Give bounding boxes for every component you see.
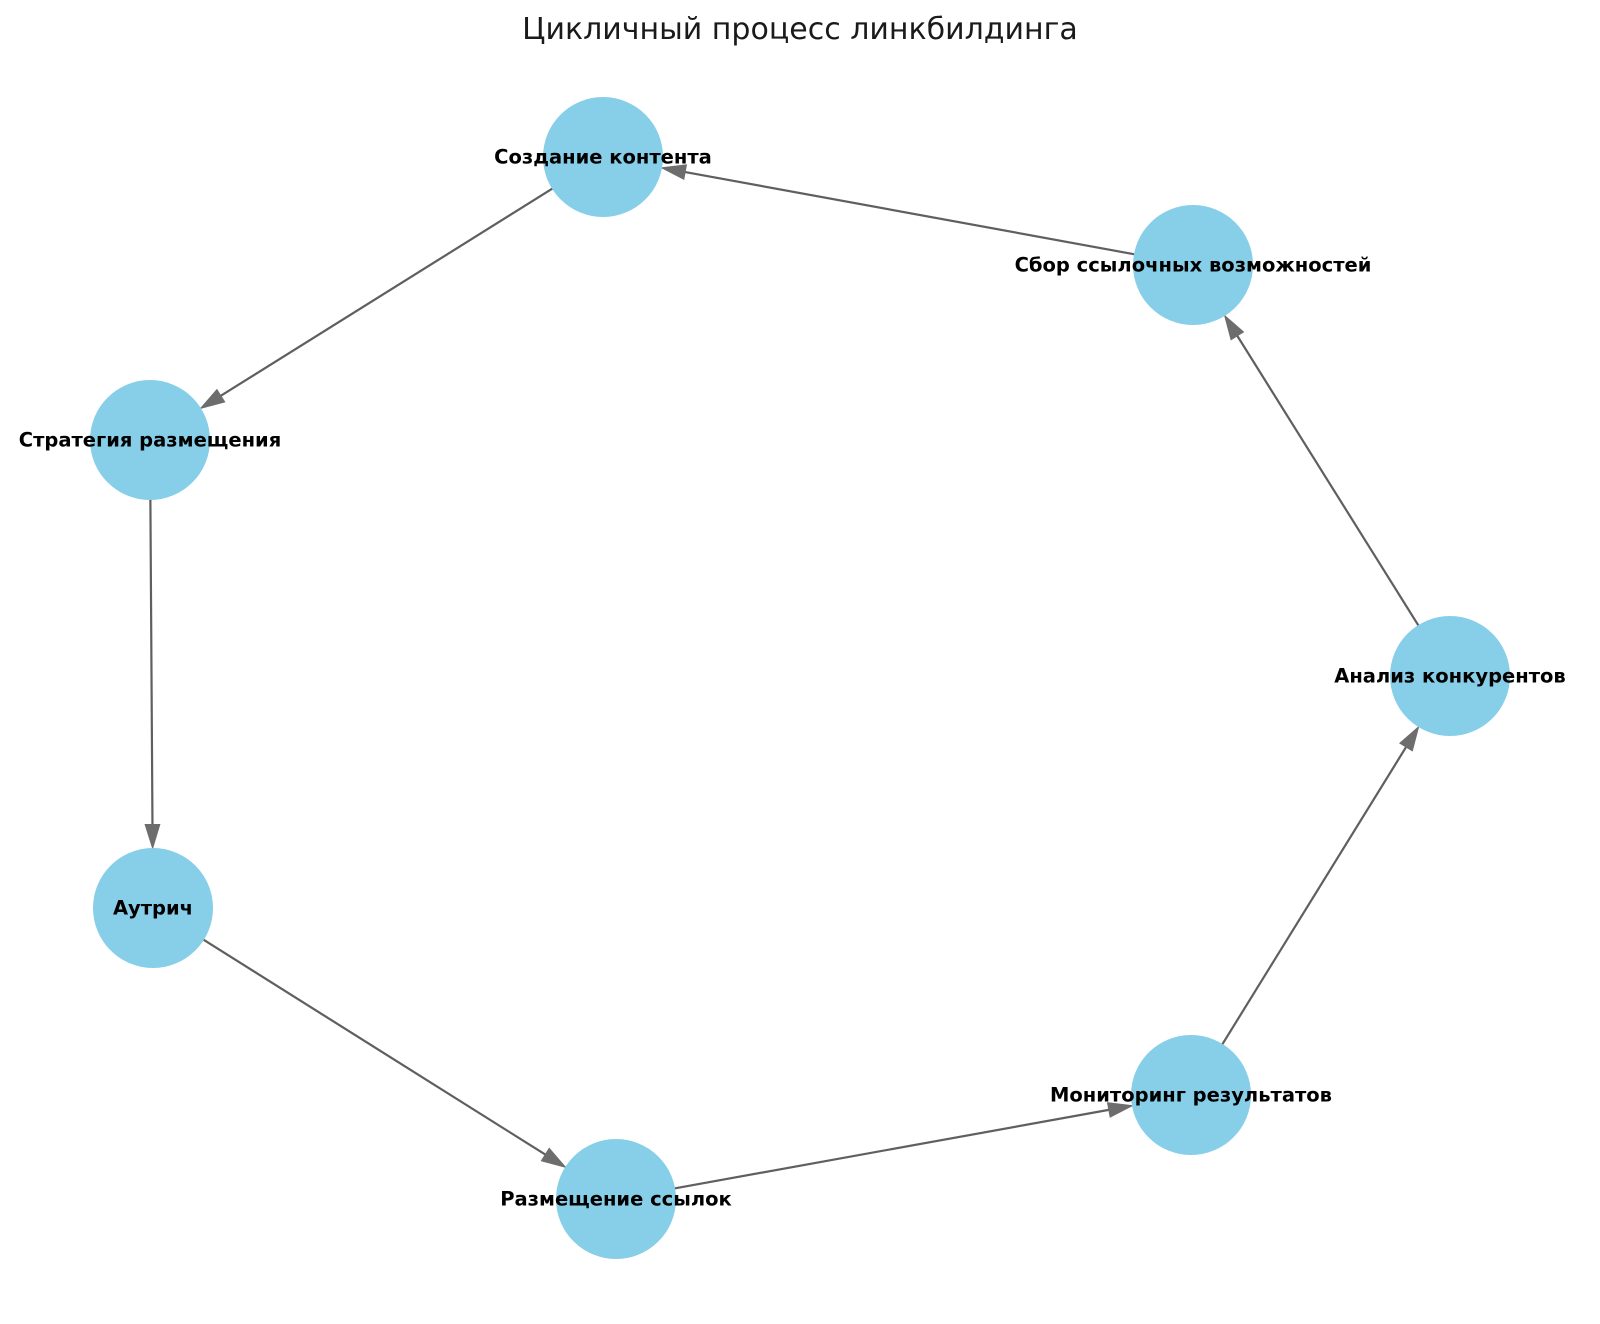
edge-placement-to-monitoring [672,1107,1115,1190]
arrowhead-competitors-to-opportunity [1223,314,1245,341]
arrowhead-placement-to-monitoring [1106,1102,1134,1118]
arrowhead-strategy-to-outreach [144,823,161,850]
edge-monitoring-to-competitors [1220,741,1410,1047]
edge-opportunity-to-content [679,169,1137,256]
edge-outreach-to-placement [201,937,551,1159]
arrowhead-opportunity-to-content [660,164,688,180]
node-monitoring[interactable] [1131,1035,1251,1155]
edge-content-to-strategy [215,186,555,400]
arrowhead-outreach-to-placement [540,1147,567,1169]
edge-strategy-to-outreach [149,497,154,831]
node-competitors[interactable] [1390,616,1510,736]
node-content[interactable] [543,97,663,217]
edge-competitors-to-opportunity [1233,330,1421,628]
node-outreach[interactable] [93,848,213,968]
page-title: Цикличный процесс линкбилдинга [522,12,1078,47]
nodes-layer [90,97,1510,1259]
edges-layer [144,164,1421,1190]
node-placement[interactable] [556,1139,676,1259]
node-strategy[interactable] [90,380,210,500]
arrowhead-content-to-strategy [199,388,226,410]
arrowhead-monitoring-to-competitors [1399,725,1420,752]
node-opportunity[interactable] [1133,205,1253,325]
